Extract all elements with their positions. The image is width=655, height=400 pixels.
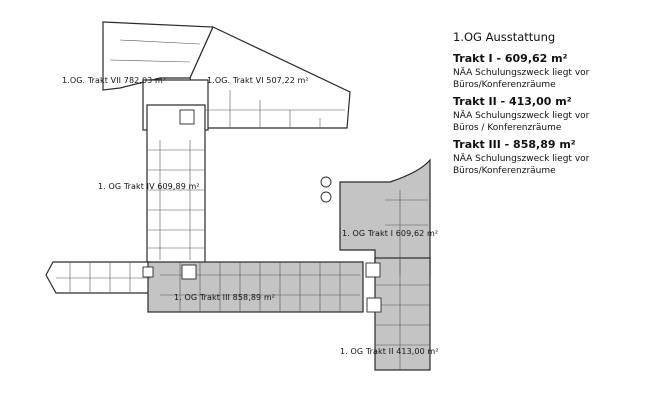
legend-entry-line: Büros/Konferenzräume xyxy=(453,80,556,90)
label-trakt-vi: 1.OG. Trakt VI 507,22 m² xyxy=(207,76,309,85)
room-partitions xyxy=(56,39,430,370)
legend-entry-title: Trakt I - 609,62 m² xyxy=(453,52,568,65)
legend-entry-desc: NÄA Schulungszweck liegt vor Büros/Konfe… xyxy=(453,153,653,177)
legend-entry-line: Büros/Konferenzräume xyxy=(453,166,556,176)
legend-entry-line: NÄA Schulungszweck liegt vor xyxy=(453,111,590,121)
label-trakt-vii: 1.OG. Trakt VII 782,03 m² xyxy=(62,76,167,85)
legend-entry-trakt-i: Trakt I - 609,62 m² NÄA Schulungszweck l… xyxy=(453,52,653,91)
legend-entry-line: NÄA Schulungszweck liegt vor xyxy=(453,154,590,164)
legend-entry-trakt-ii: Trakt II - 413,00 m² NÄA Schulungszweck … xyxy=(453,95,653,134)
legend-entry-desc: NÄA Schulungszweck liegt vor Büros / Kon… xyxy=(453,110,653,134)
label-trakt-iv: 1. OG Trakt IV 609,89 m² xyxy=(98,182,200,191)
label-trakt-i: 1. OG Trakt I 609,62 m² xyxy=(342,229,439,238)
legend-entry-title: Trakt II - 413,00 m² xyxy=(453,95,572,108)
legend-entry-trakt-iii: Trakt III - 858,89 m² NÄA Schulungszweck… xyxy=(453,138,653,177)
legend-panel: 1.OG Ausstattung Trakt I - 609,62 m² NÄA… xyxy=(453,30,653,181)
floor-plan xyxy=(45,21,431,371)
left-wing-block xyxy=(45,261,151,294)
legend-entry-line: NÄA Schulungszweck liegt vor xyxy=(453,68,590,78)
stair-cores xyxy=(142,109,382,313)
legend-entry-title: Trakt III - 858,89 m² xyxy=(453,138,576,151)
legend-entry-line: Büros / Konferenzräume xyxy=(453,123,562,133)
legend-entry-desc: NÄA Schulungszweck liegt vor Büros/Konfe… xyxy=(453,67,653,91)
trakt-ii-block xyxy=(374,257,431,371)
label-trakt-iii: 1. OG Trakt III 858,89 m² xyxy=(174,293,276,302)
label-trakt-ii: 1. OG Trakt II 413,00 m² xyxy=(340,347,439,356)
legend-heading: 1.OG Ausstattung xyxy=(453,30,556,44)
